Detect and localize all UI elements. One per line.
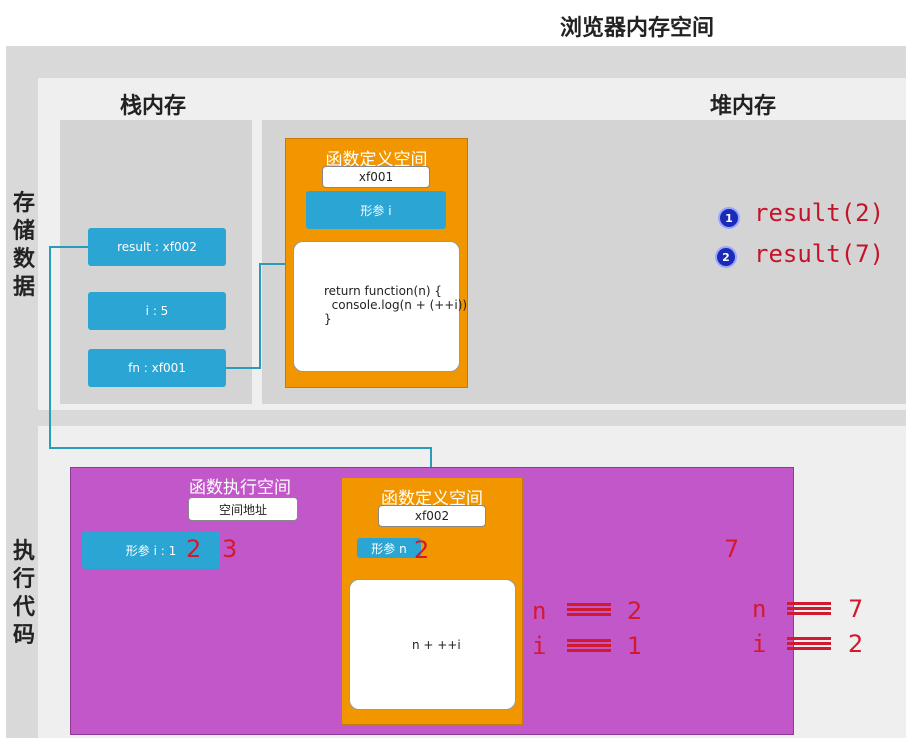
ann-eq-1 bbox=[567, 603, 611, 617]
func-def-code-box: return function(n) { console.log(n + (++… bbox=[293, 241, 467, 372]
stack-label: 栈内存 bbox=[120, 94, 187, 119]
ann-n2-var: n bbox=[752, 595, 767, 623]
func-def-code: return function(n) { console.log(n + (++… bbox=[324, 284, 468, 326]
call-1-text: result(2) bbox=[754, 199, 885, 227]
stack-item-result: result : xf002 bbox=[88, 228, 226, 266]
func-exec-title: 函数执行空间 bbox=[189, 478, 291, 498]
func-def2-param-label: 形参 n bbox=[371, 541, 407, 556]
ann-i2-val: 2 bbox=[848, 630, 864, 658]
ann-i2-var: i bbox=[752, 630, 767, 658]
exec-param-i: 形参 i : 1 bbox=[82, 531, 220, 569]
heap-label: 堆内存 bbox=[710, 94, 777, 119]
exec-ann-2: 2 bbox=[186, 535, 202, 563]
func-def2-title: 函数定义空间 bbox=[381, 489, 483, 509]
ann-n1-var: n bbox=[532, 597, 547, 625]
func-def2-code-box: n + ++i bbox=[349, 579, 516, 710]
ann-eq-2 bbox=[567, 639, 611, 653]
call-1-badge: 1 bbox=[718, 207, 740, 229]
func-def-title: 函数定义空间 bbox=[325, 150, 428, 170]
func-def2-address: xf002 bbox=[378, 505, 486, 527]
ann-i1-val: 1 bbox=[627, 632, 643, 660]
func-def-param: 形参 i bbox=[306, 191, 446, 229]
stack-item-fn: fn : xf001 bbox=[88, 349, 226, 387]
call-2-text: result(7) bbox=[754, 240, 885, 268]
func-def2-ann-param: 2 bbox=[414, 536, 430, 564]
func-exec-address: 空间地址 bbox=[188, 497, 298, 521]
func-def-space-xf001: 函数定义空间 xf001 形参 i return function(n) { c… bbox=[285, 138, 468, 388]
ann-n1-val: 2 bbox=[627, 597, 643, 625]
store-label: 存储数据 bbox=[12, 191, 35, 300]
exec-label: 执行代码 bbox=[12, 539, 35, 648]
connector-result-to-xf002 bbox=[49, 246, 432, 478]
func-def2-code: n + ++i bbox=[412, 638, 461, 652]
exec-ann-7: 7 bbox=[724, 535, 740, 563]
stack-item-i: i : 5 bbox=[88, 292, 226, 330]
ann-i1-var: i bbox=[532, 632, 547, 660]
ann-eq-3 bbox=[787, 602, 831, 616]
ann-n2-val: 7 bbox=[848, 595, 864, 623]
page-title: 浏览器内存空间 bbox=[560, 16, 715, 41]
func-def-space-xf002: 函数定义空间 xf002 形参 n 2 n + ++i bbox=[341, 477, 523, 725]
func-def-address: xf001 bbox=[322, 166, 430, 188]
call-2-badge: 2 bbox=[715, 246, 737, 268]
exec-ann-3: 3 bbox=[222, 535, 238, 563]
ann-eq-4 bbox=[787, 637, 831, 651]
connector-fn-to-xf001 bbox=[226, 263, 292, 369]
func-def2-param: 形参 n bbox=[357, 538, 421, 558]
exec-param-i-label: 形参 i : 1 bbox=[125, 543, 177, 558]
